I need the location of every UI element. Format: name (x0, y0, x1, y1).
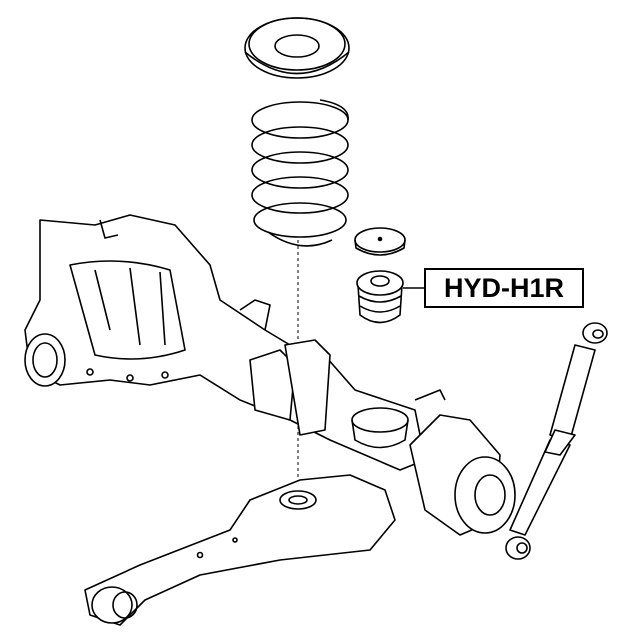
upper-spring-seat (244, 17, 350, 79)
lower-bump-pad (351, 407, 409, 449)
part-number-label: HYD-H1R (424, 268, 584, 308)
bump-stop-cap (354, 227, 406, 256)
bump-stop (356, 270, 424, 324)
axle-housing (24, 214, 426, 471)
coil-spring (251, 99, 349, 247)
lower-arm (84, 474, 396, 626)
wheel-hub (409, 389, 516, 536)
shock-absorber (505, 322, 608, 560)
